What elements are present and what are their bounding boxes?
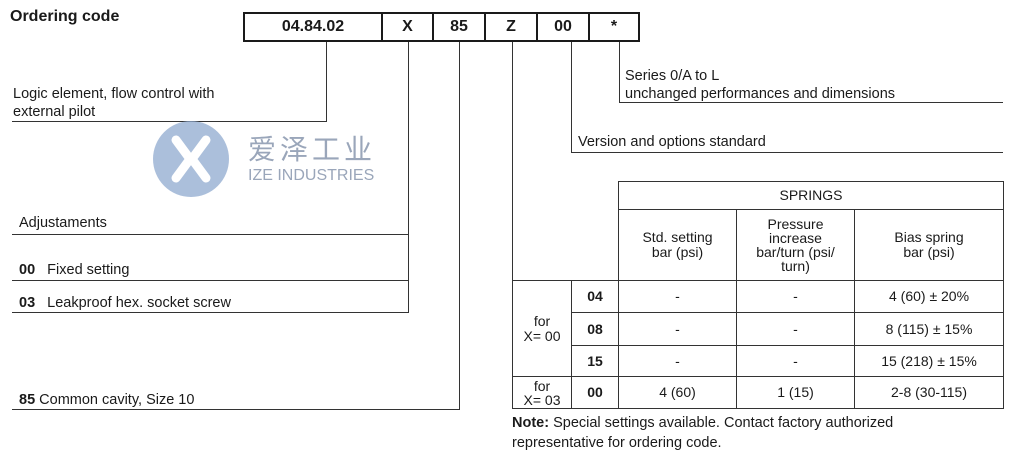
code-segment-base: 04.84.02 — [243, 12, 383, 42]
leader-line — [619, 102, 1003, 103]
adjustments-header: Adjustaments — [19, 215, 107, 231]
cell-bias: 2-8 (30-115) — [853, 376, 1005, 409]
cell-bias: 4 (60) ± 20% — [853, 280, 1005, 313]
leader-line — [12, 234, 409, 235]
adjustment-option-00: 00 Fixed setting — [19, 261, 129, 279]
adjustment-option-03: 03 Leakproof hex. socket screw — [19, 294, 231, 312]
option-label: Leakproof hex. socket screw — [47, 295, 231, 311]
option-code: 00 — [19, 262, 36, 278]
leader-line — [512, 42, 513, 282]
watermark-english: IZE INDUSTRIES — [248, 167, 375, 184]
cell-pressure: - — [736, 312, 855, 346]
series-line-1: Series 0/A to L — [625, 68, 720, 84]
code-segment-series: * — [588, 12, 640, 42]
cell-bias: 15 (218) ± 15% — [853, 345, 1005, 377]
leader-line — [12, 121, 327, 122]
code-segment-z: Z — [484, 12, 538, 42]
ize-logo-icon — [153, 121, 229, 197]
code-segment-cavity: 85 — [432, 12, 486, 42]
version-label: Version and options standard — [578, 134, 766, 150]
option-code: 03 — [19, 295, 36, 311]
leader-line — [12, 312, 409, 313]
row-code: 04 — [571, 280, 619, 313]
col-pressure-increase: Pressure increase bar/turn (psi/ turn) — [736, 209, 855, 281]
cavity-label: 85 Common cavity, Size 10 — [19, 391, 194, 409]
cell-pressure: 1 (15) — [736, 376, 855, 409]
group-label-x03: for X= 03 — [512, 376, 572, 409]
cell-std: - — [618, 280, 737, 313]
option-label: Fixed setting — [47, 262, 130, 278]
table-row: for X= 03 00 4 (60) 1 (15) 2-8 (30-115) — [512, 376, 1005, 409]
springs-header: SPRINGS — [617, 181, 1005, 210]
cavity-text: Common cavity, Size 10 — [39, 392, 195, 408]
cell-std: - — [618, 345, 737, 377]
note-label: Note: — [512, 415, 550, 431]
row-code: 08 — [571, 312, 619, 346]
cavity-code: 85 — [19, 392, 36, 408]
leader-line — [326, 42, 327, 122]
note: Note: Special settings available. Contac… — [512, 413, 1002, 453]
leader-line — [408, 42, 409, 313]
code-segment-version: 00 — [536, 12, 590, 42]
leader-line — [571, 42, 572, 153]
col-std-setting: Std. setting bar (psi) — [618, 209, 737, 281]
cell-pressure: - — [736, 345, 855, 377]
group-label-x00: for X= 00 — [512, 280, 572, 377]
leader-line — [619, 42, 620, 103]
leader-line — [12, 280, 409, 281]
row-code: 00 — [571, 376, 619, 409]
cell-std: - — [618, 312, 737, 346]
cell-std: 4 (60) — [618, 376, 737, 409]
cell-pressure: - — [736, 280, 855, 313]
table-blank — [512, 209, 619, 281]
table-blank — [513, 182, 619, 210]
logic-element-label: Logic element, flow control with externa… — [13, 86, 215, 120]
series-line-2: unchanged performances and dimensions — [625, 86, 896, 102]
leader-line — [12, 409, 460, 410]
row-code: 15 — [571, 345, 619, 377]
springs-table: SPRINGS Std. setting bar (psi) Pressure … — [512, 181, 1005, 409]
note-text: Special settings available. Contact fact… — [512, 415, 894, 451]
cell-bias: 8 (115) ± 15% — [853, 312, 1005, 346]
leader-line — [571, 152, 1003, 153]
col-bias-spring: Bias spring bar (psi) — [853, 209, 1005, 281]
table-row: for X= 00 04 - - 4 (60) ± 20% — [512, 280, 1005, 377]
leader-line — [459, 42, 460, 410]
page-title: Ordering code — [10, 8, 120, 25]
table-row: 15 - - 15 (218) ± 15% — [513, 345, 1005, 377]
table-row: 08 - - 8 (115) ± 15% — [513, 312, 1005, 346]
watermark-chinese: 爱泽工业 — [248, 134, 377, 165]
code-segment-x: X — [381, 12, 434, 42]
